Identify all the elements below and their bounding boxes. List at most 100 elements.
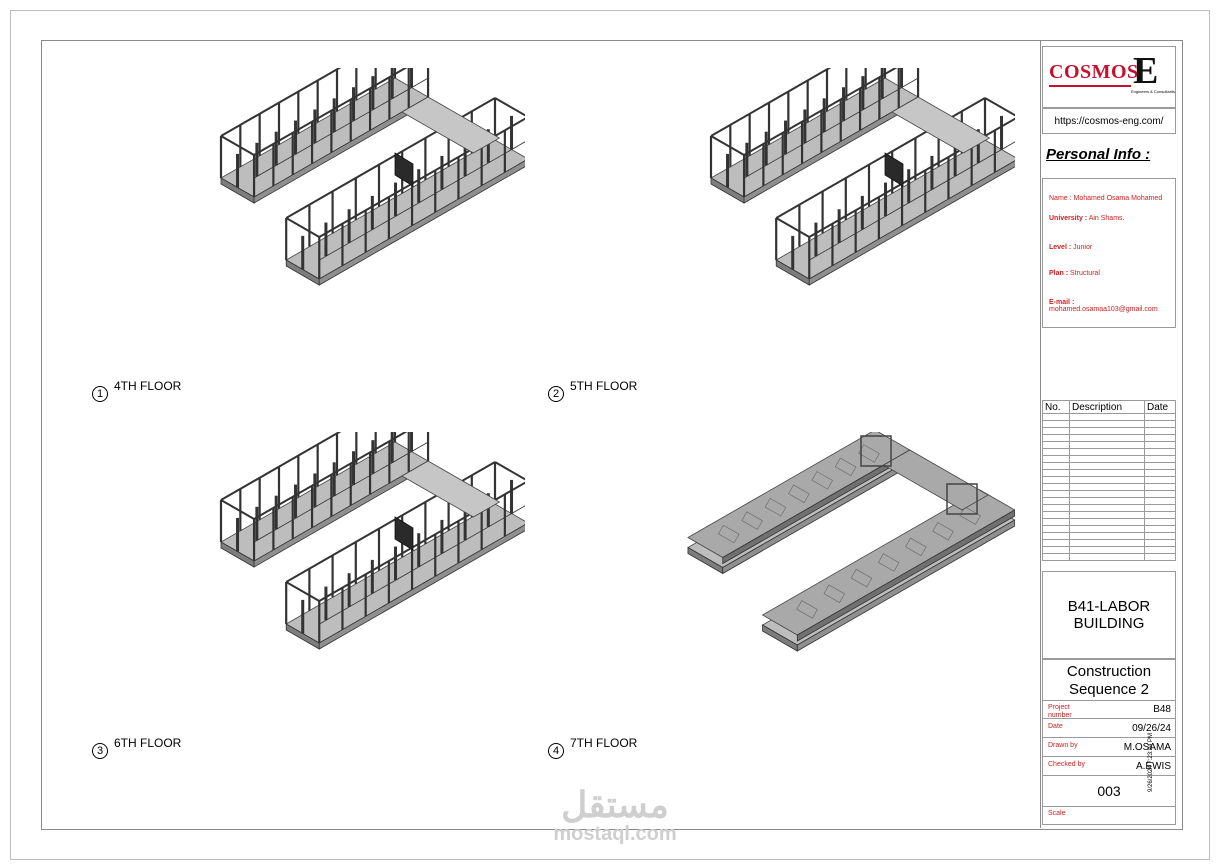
view-number-badge: 2 — [548, 386, 564, 402]
railing — [253, 77, 429, 179]
revision-cell — [1069, 413, 1145, 421]
slab-panel — [823, 584, 845, 603]
edge-beam — [743, 68, 898, 156]
revision-row — [1042, 518, 1176, 526]
revision-cell — [1042, 504, 1070, 512]
revision-cell — [1069, 455, 1145, 463]
revision-cell — [1069, 504, 1145, 512]
view-title: 6TH FLOOR — [114, 736, 182, 750]
print-stamp: 9/26/2024 7:23:24 PM — [1148, 732, 1154, 792]
logo-tagline: Engineers & Consultants — [1131, 89, 1176, 94]
revision-row — [1042, 427, 1176, 435]
revision-cell — [1144, 476, 1176, 484]
edge-beam — [285, 217, 320, 238]
slab-edge — [796, 519, 1015, 652]
view-number-badge: 4 — [548, 743, 564, 759]
revision-cell — [1144, 490, 1176, 498]
view-label-2: 2 5TH FLOOR — [548, 378, 637, 402]
revision-row — [1042, 434, 1176, 442]
edge-beam — [220, 135, 255, 156]
view-1 — [95, 68, 525, 368]
date-label: Date — [1048, 723, 1063, 730]
scale-row: Scale — [1042, 807, 1176, 825]
revision-cell — [1042, 413, 1070, 421]
revision-cell — [1069, 553, 1145, 561]
stair-tower — [860, 435, 892, 467]
revision-cell — [1069, 448, 1145, 456]
revision-row — [1042, 448, 1176, 456]
project-number-label: Project number — [1048, 704, 1072, 719]
isometric-frame-drawing — [709, 68, 1015, 286]
revision-rows — [1042, 413, 1176, 561]
revision-cell — [1069, 497, 1145, 505]
drawn-by-label: Drawn by — [1048, 742, 1078, 749]
edge-beam — [494, 461, 525, 481]
revision-cell — [1042, 483, 1070, 491]
sheet-number-row: 003 — [1042, 777, 1176, 807]
revision-cell — [1069, 420, 1145, 428]
slab-panel — [834, 457, 857, 477]
title-block — [1040, 40, 1182, 828]
slab-panel — [905, 537, 927, 557]
plan-row: Plan : Structural — [1049, 270, 1100, 277]
company-logo: COSMOS E Engineers & Consultants — [1047, 50, 1175, 95]
revision-cell — [1042, 539, 1070, 547]
revision-cell — [1144, 483, 1176, 491]
revision-cell — [1042, 469, 1070, 477]
logo-letter: E — [1133, 50, 1159, 92]
revision-header-description: Description — [1069, 400, 1145, 414]
revision-cell — [1069, 546, 1145, 554]
university-value: Ain Shams. — [1088, 215, 1125, 222]
revision-cell — [1144, 455, 1176, 463]
project-name: B41-LABOR BUILDING — [1067, 598, 1151, 632]
railing — [319, 505, 525, 625]
checked-by-row: Checked by A.EWIS — [1042, 758, 1176, 776]
revision-row — [1042, 511, 1176, 519]
level-label: Level : — [1049, 244, 1072, 251]
slab-panel — [788, 484, 810, 503]
revision-cell — [1042, 553, 1070, 561]
slab-panel — [741, 511, 763, 530]
edge-beam — [220, 432, 342, 501]
view-number-badge: 1 — [92, 386, 108, 402]
revision-row — [1042, 497, 1176, 505]
revision-cell — [1069, 532, 1145, 540]
connector-slab — [401, 96, 501, 154]
revision-cell — [1042, 441, 1070, 449]
watermark-arabic: مستقل — [561, 784, 669, 825]
railing — [809, 141, 1015, 261]
drawing-frame — [41, 40, 1183, 830]
project-number-row: Project number B48 — [1042, 701, 1176, 719]
railing — [319, 141, 525, 261]
revision-cell — [1144, 539, 1176, 547]
revision-cell — [1069, 490, 1145, 498]
slab-panel — [811, 471, 833, 490]
view-label-1: 1 4TH FLOOR — [92, 378, 181, 402]
email-row: E-mail : mohamed.osamaa103@gmail.com — [1049, 299, 1158, 313]
revision-row — [1042, 441, 1176, 449]
revision-row — [1042, 483, 1176, 491]
revision-cell — [1144, 413, 1176, 421]
edge-beam — [775, 217, 810, 238]
plan-value: Structural — [1070, 270, 1100, 277]
revision-cell — [1144, 525, 1176, 533]
revision-cell — [1042, 462, 1070, 470]
revision-cell — [1144, 532, 1176, 540]
revision-cell — [1042, 427, 1070, 435]
isometric-slab-drawing — [687, 432, 1015, 652]
website-link[interactable]: https://cosmos-eng.com/ — [1054, 116, 1164, 127]
revision-cell — [1144, 504, 1176, 512]
name-label: Name : — [1049, 195, 1072, 202]
revision-cell — [1069, 427, 1145, 435]
railing — [253, 441, 429, 543]
edge-beam — [984, 97, 1015, 117]
email-value[interactable]: mohamed.osamaa103@gmail.com — [1049, 306, 1158, 313]
name-value: Mohamed Osama Mohamed — [1073, 195, 1163, 202]
drawn-by-row: Drawn by M.OSAMA — [1042, 739, 1176, 757]
sheet-name: Construction Sequence 2 — [1066, 663, 1152, 698]
revision-header-no: No. — [1042, 400, 1070, 414]
level-row: Level : Junior — [1049, 244, 1092, 251]
revision-cell — [1144, 497, 1176, 505]
revision-row — [1042, 476, 1176, 484]
view-label-3: 3 6TH FLOOR — [92, 735, 181, 759]
